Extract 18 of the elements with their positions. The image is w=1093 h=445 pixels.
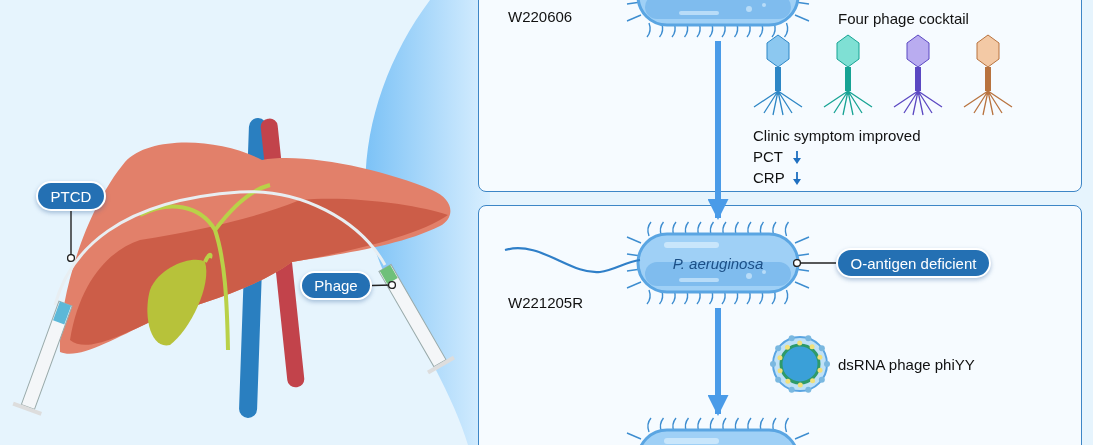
arrow <box>707 41 729 221</box>
text-label: Four phage cocktail <box>838 10 969 27</box>
text-label: CRP <box>753 169 785 186</box>
leader-line <box>371 280 397 290</box>
callout-badge: Phage <box>300 271 372 300</box>
text-label: W221205R <box>508 294 584 311</box>
leader-line <box>66 210 76 263</box>
organism-name: P. aeruginosa <box>672 254 764 272</box>
arrow <box>707 308 729 417</box>
text-label: Clinic symptom improved <box>753 127 921 144</box>
text-label: dsRNA phage phiYY <box>838 356 975 373</box>
text-label: PCT <box>753 148 783 165</box>
panel-box <box>478 205 1082 445</box>
leader-line <box>792 258 837 268</box>
callout-badge: O-antigen deficient <box>836 248 991 278</box>
callout-badge: PTCD <box>36 181 106 211</box>
text-label: W220606 <box>508 8 573 25</box>
panel-box <box>478 0 1082 192</box>
